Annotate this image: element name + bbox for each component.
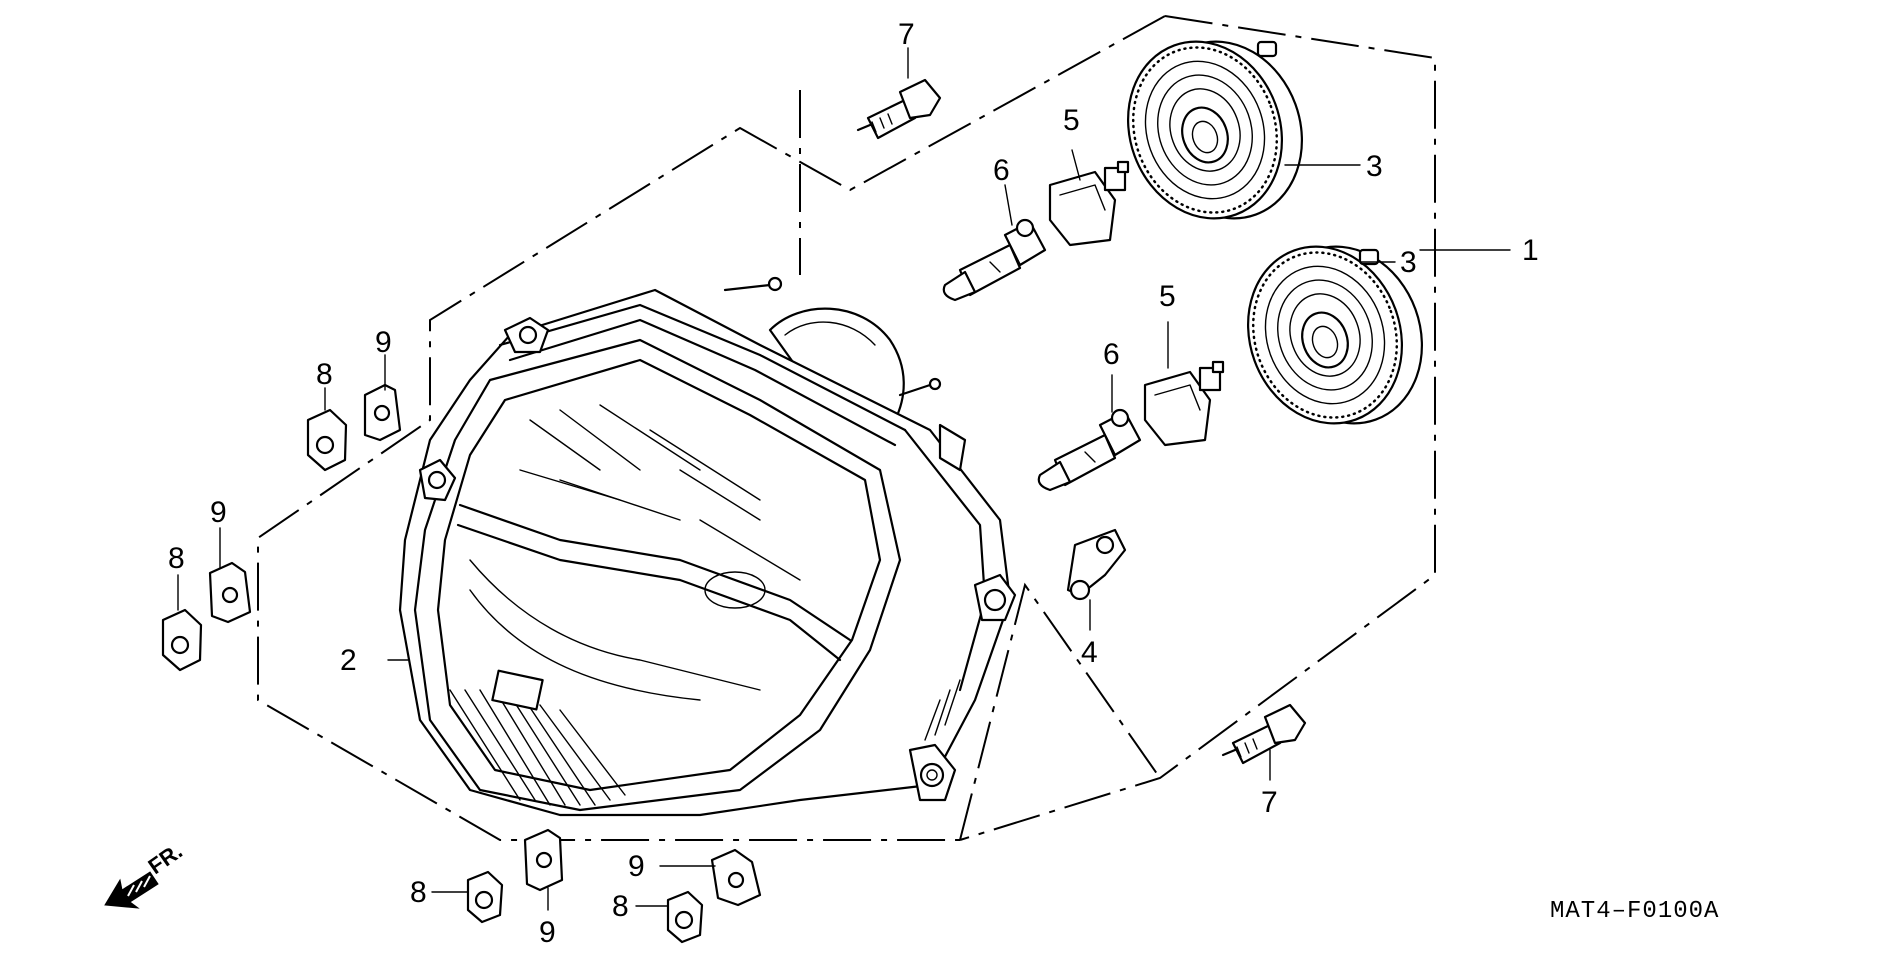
leader-lines (177, 47, 1511, 911)
clip-c (523, 828, 564, 892)
mount-ear-top-left (503, 316, 550, 354)
callout-5-upper: 5 (1063, 104, 1080, 137)
callout-8-b: 8 (168, 542, 185, 575)
callout-5-lower: 5 (1159, 280, 1176, 313)
nut-d (666, 890, 704, 944)
clip-d (710, 848, 762, 907)
diagram-code: MAT4–F0100A (1550, 898, 1719, 925)
callout-2: 2 (340, 644, 357, 677)
mount-ear-right (973, 573, 1017, 622)
callout-7-lower: 7 (1261, 786, 1278, 819)
mount-ear-bottom (908, 743, 957, 802)
clip-a (363, 383, 402, 442)
callout-9-b: 9 (210, 496, 227, 529)
callout-6-upper: 6 (993, 154, 1010, 187)
bolt-upper (856, 78, 942, 140)
assembly-boundary (257, 15, 1436, 841)
dust-cover-lower (1246, 245, 1424, 425)
mount-ear-left (418, 458, 457, 502)
bolt-lower (1221, 703, 1307, 765)
callout-8-c: 8 (410, 876, 427, 909)
arrow-down-left-icon (104, 871, 159, 909)
callout-9-d: 9 (628, 850, 645, 883)
bulb-lower (1037, 408, 1142, 492)
nut-c (466, 870, 504, 924)
callout-9-a: 9 (375, 326, 392, 359)
callout-4: 4 (1081, 636, 1098, 669)
front-direction-indicator: FR. (104, 838, 187, 909)
bulb-socket-lower (1143, 360, 1225, 447)
callout-9-c: 9 (539, 916, 556, 949)
nut-b (161, 608, 203, 672)
bulb-upper (942, 218, 1047, 302)
callout-8-d: 8 (612, 890, 629, 923)
bulb-socket-upper (1048, 160, 1130, 247)
callout-labels: 1 2 3 3 4 5 5 6 6 7 7 8 8 8 8 9 9 9 9 (168, 18, 1539, 949)
callout-3-upper: 3 (1366, 150, 1383, 183)
clip-b (208, 561, 252, 624)
callout-7-upper: 7 (898, 18, 915, 51)
wire-terminal (1066, 528, 1127, 601)
callout-6-lower: 6 (1103, 338, 1120, 371)
nut-a (306, 408, 348, 472)
dust-cover-upper (1126, 40, 1304, 220)
headlight-housing (398, 276, 1017, 817)
callout-3-lower: 3 (1400, 246, 1417, 279)
callout-8-a: 8 (316, 358, 333, 391)
callout-1: 1 (1522, 234, 1539, 267)
